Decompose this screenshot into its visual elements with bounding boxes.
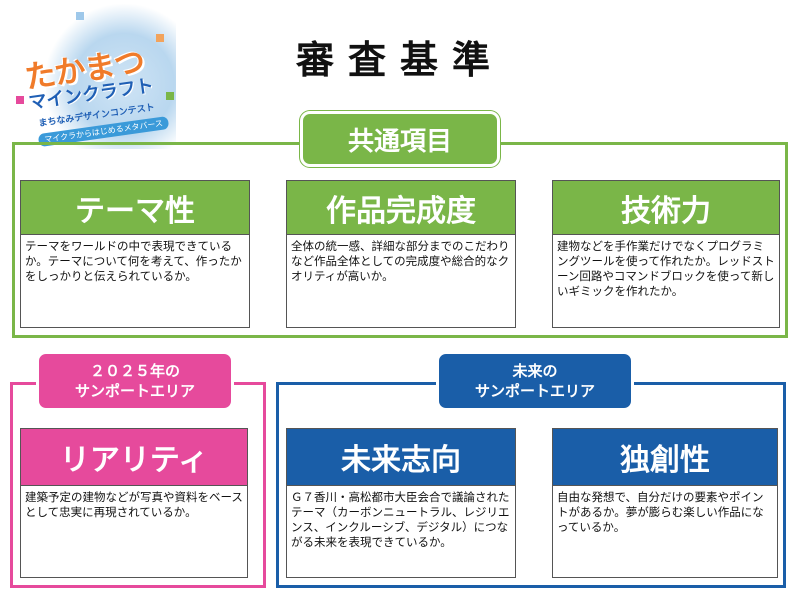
- theme-card-title: テーマ性: [20, 180, 250, 235]
- theme-card-text: テーマをワールドの中で表現できているか。テーマについて何を考えて、作ったかをしっ…: [20, 235, 250, 328]
- completeness-card-text: 全体の統一感、詳細な部分までのこだわりなど作品全体としての完成度や総合的なクオリ…: [286, 235, 516, 328]
- technique-card-title: 技術力: [552, 180, 780, 235]
- support-future-label-line2: サンポートエリア: [474, 382, 595, 400]
- logo-pixel-decoration: [156, 34, 164, 42]
- common-criteria-label: 共通項目: [300, 111, 500, 167]
- originality-card-title: 独創性: [552, 428, 778, 486]
- logo-pixel-decoration: [76, 12, 84, 20]
- technique-card-text: 建物などを手作業だけでなくプログラミングツールを使って作れたか。レッドストーン回…: [552, 235, 780, 328]
- reality-card-text: 建築予定の建物などが写真や資料をベースとして忠実に再現されているか。: [20, 486, 248, 578]
- logo-pixel-decoration: [166, 92, 174, 100]
- support-2025-label-line2: サンポートエリア: [74, 382, 195, 400]
- originality-card-text: 自由な発想で、自分だけの要素やポイントがあるか。夢が膨らむ楽しい作品になっている…: [552, 486, 778, 578]
- support-2025-label: ２０２５年の サンポートエリア: [36, 351, 234, 411]
- completeness-card-title: 作品完成度: [286, 180, 516, 235]
- future-oriented-card-title: 未来志向: [286, 428, 516, 486]
- logo-pixel-decoration: [16, 96, 24, 104]
- support-2025-label-line1: ２０２５年の: [89, 362, 180, 380]
- support-future-label-line1: 未来の: [512, 362, 558, 380]
- page-title: 審査基準: [295, 38, 504, 82]
- future-oriented-card-text: Ｇ７香川・高松都市大臣会合で議論されたテーマ（カーボンニュートラル、レジリエンス…: [286, 486, 516, 578]
- reality-card-title: リアリティ: [20, 428, 248, 486]
- support-future-label: 未来の サンポートエリア: [436, 351, 634, 411]
- contest-logo: たかまつ マインクラフト まちなみデザインコンテスト マイクラからはじめるメタバ…: [6, 4, 186, 154]
